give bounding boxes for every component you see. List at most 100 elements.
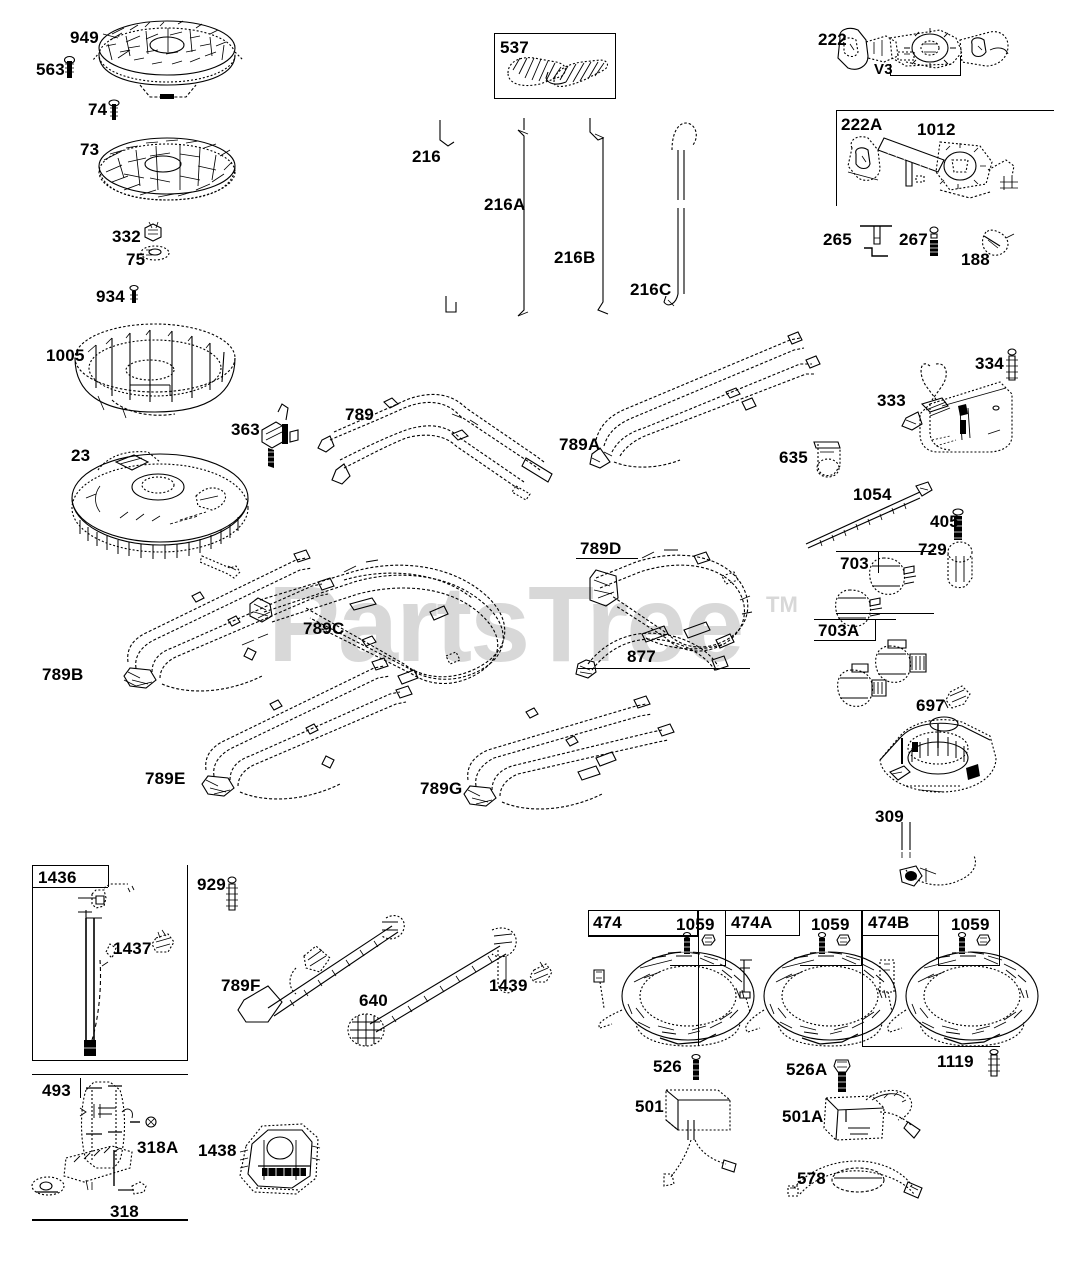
callout-789a: 789A xyxy=(559,435,601,454)
part-332-nut xyxy=(145,222,161,241)
part-309-rewind-starter xyxy=(880,717,996,886)
part-267-screw xyxy=(928,227,940,256)
part-877-wire xyxy=(576,633,728,678)
part-526a-screw xyxy=(834,1060,850,1092)
callout-309: 309 xyxy=(875,807,904,826)
frame-1059c xyxy=(938,910,1000,966)
part-789e-wire-harness xyxy=(202,658,412,799)
frame-703-divider xyxy=(878,551,879,573)
part-75-washer xyxy=(141,246,169,260)
part-318a-clip xyxy=(130,1117,156,1127)
callout-526: 526 xyxy=(653,1057,682,1076)
part-929-screw xyxy=(226,877,238,910)
callout-697: 697 xyxy=(916,696,945,715)
callout-74: 74 xyxy=(88,100,108,119)
part-363-key xyxy=(262,404,298,468)
callout-75: 75 xyxy=(126,250,146,269)
callout-222: 222 xyxy=(818,30,847,49)
v3-bracket-h xyxy=(890,75,960,76)
callout-949: 949 xyxy=(70,28,99,47)
frame-474-div2 xyxy=(862,910,863,1046)
part-222-armature xyxy=(838,28,1008,69)
callout-474b: 474B xyxy=(868,913,910,932)
part-1059-fasteners-a xyxy=(681,933,715,954)
frame-493-tick xyxy=(80,1078,81,1098)
callout-332: 332 xyxy=(112,227,141,246)
part-703a-starter-pulley xyxy=(838,640,926,706)
part-216b-link xyxy=(590,118,608,314)
callout-474a: 474A xyxy=(731,913,773,932)
callout-1059-a: 1059 xyxy=(676,915,715,934)
part-635-grommet xyxy=(814,442,840,477)
part-703-starter-pulley xyxy=(836,558,916,626)
frame-703a-divider xyxy=(875,619,876,640)
callout-1054: 1054 xyxy=(853,485,892,504)
callout-789: 789 xyxy=(345,405,374,424)
frame-703-top-rule xyxy=(836,551,934,552)
frame-1436-tab-top xyxy=(32,865,108,866)
part-537-springs xyxy=(508,58,607,87)
part-216c-link xyxy=(664,123,696,306)
part-334-screw xyxy=(1006,349,1018,380)
callout-1437: 1437 xyxy=(113,939,152,958)
part-789d-wire-harness xyxy=(590,550,752,651)
callout-493: 493 xyxy=(42,1081,71,1100)
part-1438-muffler xyxy=(240,1124,320,1194)
callout-1439: 1439 xyxy=(489,976,528,995)
part-control-panel xyxy=(920,382,1012,452)
part-1437-screw xyxy=(152,930,174,952)
frame-318-top-rule xyxy=(32,1074,188,1075)
part-729-grommet xyxy=(948,542,972,588)
callout-789f: 789F xyxy=(221,976,261,995)
callout-1119: 1119 xyxy=(937,1052,974,1071)
callout-474: 474 xyxy=(593,913,622,932)
frame-703a-top-rule xyxy=(814,619,896,620)
callout-526a: 526A xyxy=(786,1060,828,1079)
callout-333: 333 xyxy=(877,391,906,410)
callout-877: 877 xyxy=(627,647,656,666)
part-333-control-lever xyxy=(902,364,950,430)
frame-474-tab xyxy=(588,910,698,936)
frame-1436-tab-right xyxy=(108,865,109,887)
part-405-screw xyxy=(951,509,965,540)
part-563-screw xyxy=(65,57,75,78)
part-1119-screw xyxy=(988,1050,1000,1077)
callout-729: 729 xyxy=(918,540,947,559)
part-578-ground-wire xyxy=(788,1161,922,1198)
callout-789c: 789C xyxy=(303,619,345,638)
part-474a-alternator xyxy=(740,952,896,1046)
part-216a-link xyxy=(518,118,528,316)
callout-23: 23 xyxy=(71,446,91,465)
part-526-screw xyxy=(690,1055,702,1080)
callout-222a: 222A xyxy=(841,115,883,134)
part-789c-wire-harness xyxy=(250,560,505,684)
part-1059-fasteners-b xyxy=(816,933,850,954)
callout-1059-c: 1059 xyxy=(951,915,990,934)
frame-537 xyxy=(494,33,616,99)
frame-474-tab-bottom xyxy=(588,936,698,937)
callout-188: 188 xyxy=(961,250,990,269)
callout-216a: 216A xyxy=(484,195,526,214)
part-74-screw xyxy=(109,100,119,120)
frame-474a-tab xyxy=(726,910,800,936)
callout-318: 318 xyxy=(110,1202,139,1221)
part-934-screw xyxy=(130,286,138,303)
callout-929: 929 xyxy=(197,875,226,894)
frame-222a xyxy=(836,110,1054,206)
part-697-screw xyxy=(944,686,970,708)
part-222a-armature xyxy=(848,137,1018,198)
callout-334: 334 xyxy=(975,354,1004,373)
callout-73: 73 xyxy=(80,140,100,159)
callout-216c: 216C xyxy=(630,280,672,299)
part-501-module xyxy=(664,1090,736,1186)
part-474-alternator xyxy=(594,952,754,1046)
callout-789g: 789G xyxy=(420,779,463,798)
part-318-muffler xyxy=(32,1082,146,1195)
part-1059-fasteners-c xyxy=(956,933,990,954)
callout-1059-b: 1059 xyxy=(811,915,850,934)
callout-501a: 501A xyxy=(782,1107,824,1126)
frame-474b-bottom xyxy=(862,1046,1000,1047)
part-789g-wire-harness xyxy=(464,696,674,809)
part-1054-rod xyxy=(806,482,932,548)
